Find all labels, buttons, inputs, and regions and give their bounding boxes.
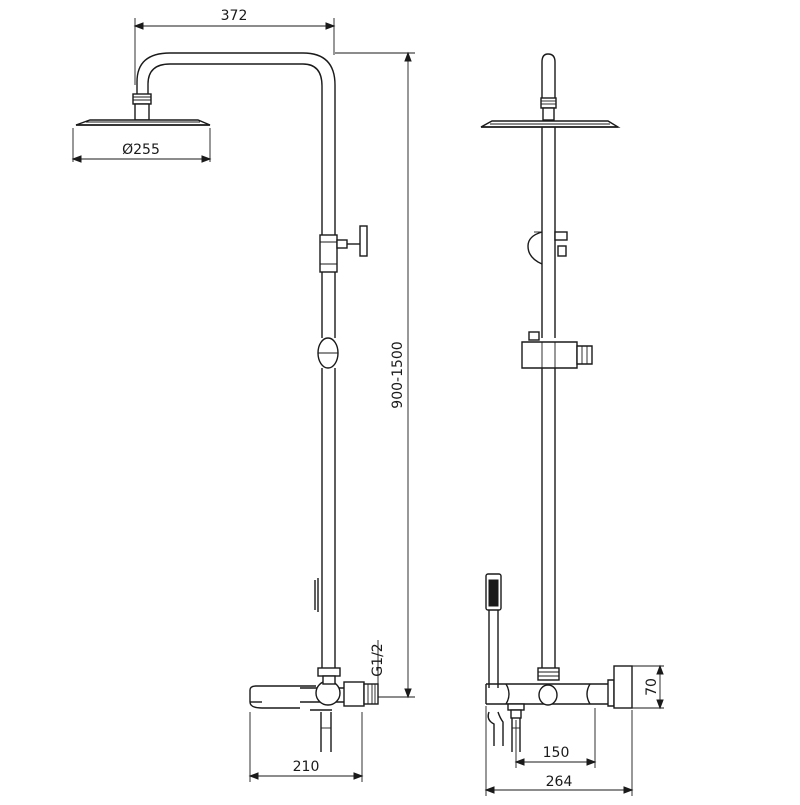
dimension-label-height-range: 900-1500 bbox=[390, 341, 406, 408]
dimension-mixer-height: 70 bbox=[632, 664, 664, 710]
diverter-front bbox=[527, 231, 568, 265]
hand-shower-slider-side bbox=[317, 337, 339, 369]
dimension-label-head-diameter: Ø255 bbox=[122, 142, 160, 158]
dimension-label-mixer-height: 70 bbox=[644, 678, 660, 696]
head-connector-front bbox=[540, 97, 557, 121]
shower-head-front bbox=[480, 120, 621, 128]
bath-spout-side bbox=[249, 685, 316, 709]
diverter-side bbox=[319, 225, 368, 273]
dimension-label-thread: G1/2 bbox=[370, 643, 386, 676]
dimension-label-total-width: 264 bbox=[546, 774, 573, 790]
side-view: 372 Ø255 bbox=[71, 8, 415, 782]
dimension-bar-distance: 150 bbox=[514, 708, 597, 768]
dimension-total-width: 264 bbox=[484, 706, 634, 796]
mixer-side bbox=[300, 667, 379, 752]
shower-arm bbox=[136, 52, 336, 235]
hose-marks bbox=[314, 578, 319, 612]
dimension-label-bar-distance: 150 bbox=[543, 745, 570, 761]
dimension-height-range: 900-1500 bbox=[335, 51, 415, 699]
dimension-spout-reach: 210 bbox=[248, 712, 364, 782]
dimension-head-diameter: Ø255 bbox=[71, 128, 212, 163]
dimension-label-spout-reach: 210 bbox=[293, 759, 320, 775]
shower-head-side bbox=[75, 119, 211, 126]
dimension-top-width: 372 bbox=[133, 8, 336, 85]
mixer-front bbox=[485, 665, 633, 752]
hand-shower-front bbox=[485, 573, 502, 688]
front-view: 70 150 264 bbox=[480, 53, 664, 796]
head-connector bbox=[132, 93, 152, 121]
dimension-label-top-width: 372 bbox=[221, 8, 248, 24]
hand-shower-slider-front bbox=[521, 331, 593, 369]
